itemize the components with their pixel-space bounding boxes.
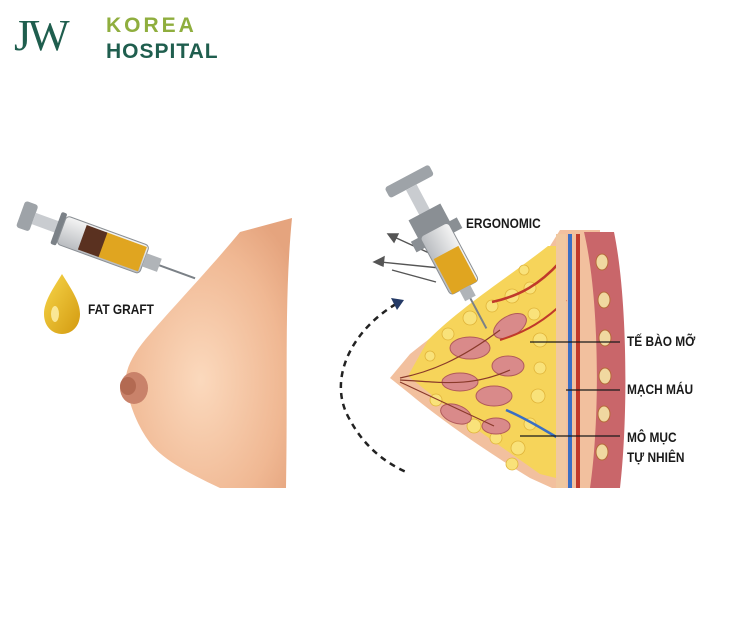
syringe-icon [16,201,196,280]
logo-text-hospital: HOSPITAL [106,40,219,63]
fat-drop-icon [44,274,80,334]
label-fat-graft: FAT GRAFT [88,301,154,317]
ergonomic-syringe-icon [385,165,488,329]
logo-text-korea: KOREA [106,14,197,37]
label-fat-cells: TẾ BÀO MỠ [627,333,696,349]
label-natural-tissue: MÔ MỤC TỰ NHIÊN [627,427,684,467]
nipple-icon [120,372,148,404]
label-blood-vessels: MẠCH MÁU [627,381,694,397]
label-natural-tissue-line1: MÔ MỤC [627,429,677,445]
rotation-arrow [339,302,407,474]
logo-mark: JW [14,11,70,60]
label-natural-tissue-line2: TỰ NHIÊN [627,449,685,465]
cross-section [390,230,626,488]
label-ergonomic: ERGONOMIC [466,215,541,231]
breast-profile [125,218,292,488]
leader-lines [520,341,620,437]
